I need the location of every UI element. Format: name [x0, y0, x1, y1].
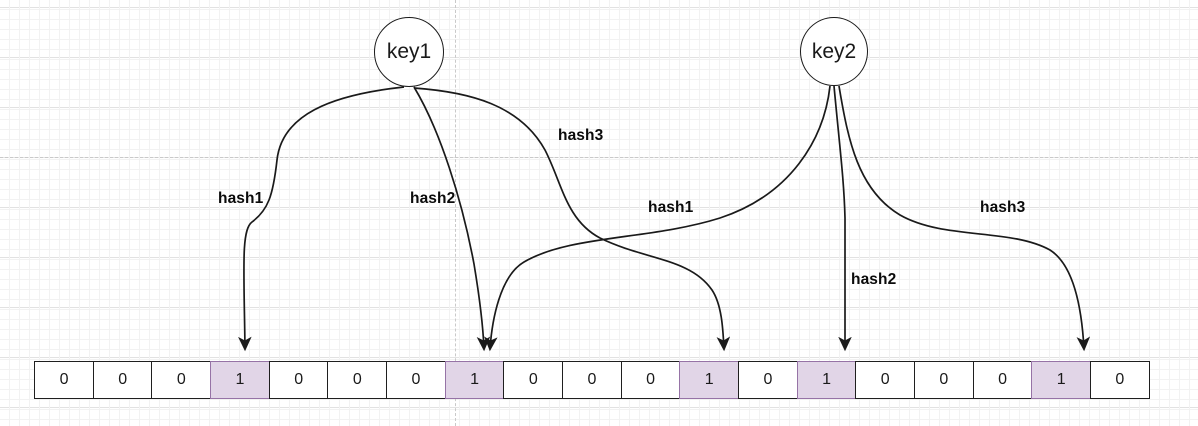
- edge-label-key2-hash1: hash1: [648, 199, 694, 216]
- bit-cell[interactable]: 0: [151, 361, 212, 399]
- edge-key2-hash2: [833, 85, 852, 352]
- edge-label-key1-hash1: hash1: [218, 190, 264, 207]
- bit-cell[interactable]: 0: [913, 361, 974, 399]
- key-node-label: key1: [386, 40, 432, 63]
- horizontal-guide-line: [0, 157, 1198, 158]
- bit-cell[interactable]: 0: [561, 361, 622, 399]
- edge-key1-hash3: [413, 87, 731, 352]
- bit-cell[interactable]: 0: [1089, 361, 1150, 399]
- edge-label-key1-hash3: hash3: [558, 127, 604, 144]
- edge-key2-hash3: [838, 85, 1091, 352]
- edge-label-key1-hash2: hash2: [410, 190, 456, 207]
- bit-cell[interactable]: 0: [268, 361, 329, 399]
- bit-cell[interactable]: 0: [855, 361, 916, 399]
- bit-cell[interactable]: 1: [1031, 361, 1092, 399]
- vertical-guide-line: [455, 0, 456, 426]
- edge-key1-hash1: [238, 86, 405, 352]
- bit-cell[interactable]: 0: [385, 361, 446, 399]
- edge-label-key2-hash2: hash2: [851, 271, 897, 288]
- bit-cell[interactable]: 0: [34, 361, 95, 399]
- bit-cell[interactable]: 0: [503, 361, 564, 399]
- edge-label-key2-hash3: hash3: [980, 199, 1026, 216]
- bit-cell[interactable]: 1: [679, 361, 740, 399]
- bit-cell[interactable]: 0: [620, 361, 681, 399]
- bit-cell[interactable]: 0: [737, 361, 798, 399]
- key-node-key2[interactable]: key2: [800, 17, 868, 86]
- key-node-label: key2: [811, 39, 857, 63]
- bit-cell[interactable]: 0: [972, 361, 1033, 399]
- bit-cell[interactable]: 1: [796, 361, 857, 399]
- bit-cell[interactable]: 1: [209, 361, 271, 399]
- bit-cell[interactable]: 0: [327, 361, 388, 399]
- bit-cell[interactable]: 0: [92, 361, 153, 399]
- edge-key1-hash2: [413, 86, 491, 352]
- edge-key2-hash1: [484, 85, 831, 352]
- bit-cell[interactable]: 1: [444, 361, 505, 399]
- key-node-key1[interactable]: key1: [374, 17, 444, 87]
